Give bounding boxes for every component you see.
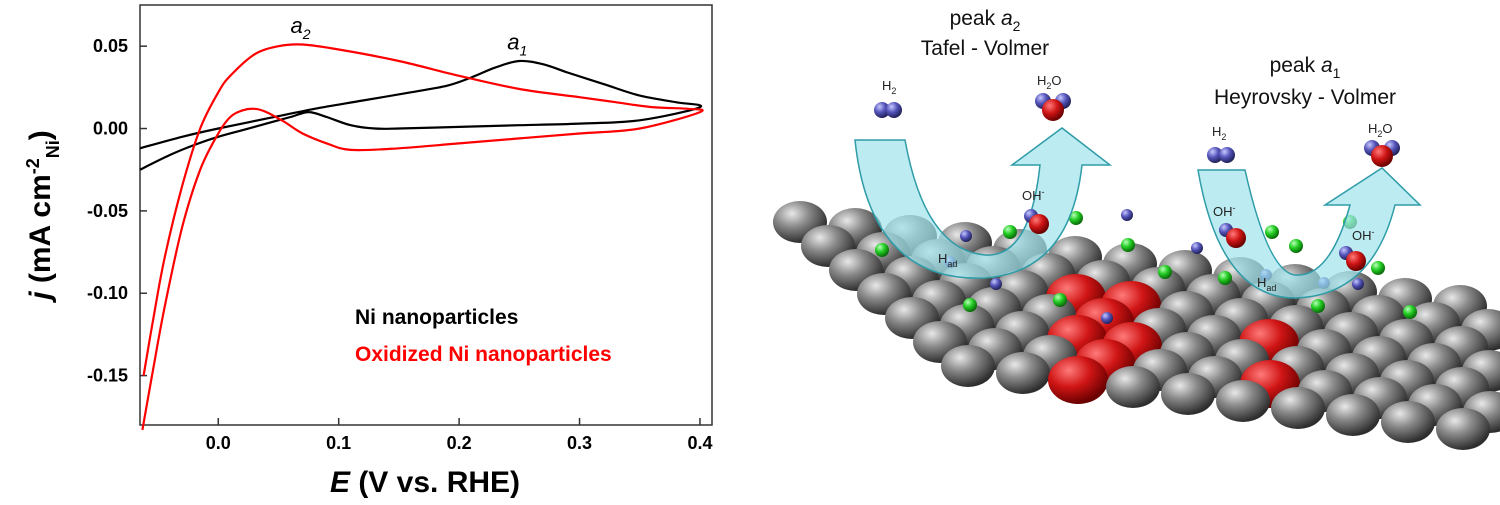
hydrogen-adatom [960,230,972,242]
had-label-left: Had [938,251,957,269]
x-axis-ticks: 0.0 0.1 0.2 0.3 0.4 [206,418,712,453]
oh-label-right: OH- [1352,227,1375,243]
peak-a1-mechanism: Heyrovsky - Volmer [1214,86,1396,109]
peak-a2-pre: peak [950,7,1001,30]
peak-a1-title: peak a1 [1270,54,1341,81]
y-tick-label: -0.15 [87,366,128,386]
active-site-atom [1289,239,1303,253]
x-axis-symbol: E [330,466,351,499]
ni-atom [1106,366,1160,408]
oh-adsorbate-left [1024,209,1049,234]
legend-item-ni: Ni nanoparticles [355,306,518,329]
ni-atom [1436,408,1490,450]
oh-adsorbate-right [1339,246,1366,271]
had-label-right: Had [1257,275,1276,293]
active-site-atom [1218,271,1232,285]
active-site-atom [1003,225,1017,239]
hydrogen-adatom [990,278,1002,290]
active-site-atom [1158,265,1172,279]
h2o-label-right: H2O [1368,121,1393,139]
h2o-molecule-left [1035,93,1071,121]
active-site-atom [1403,305,1417,319]
ni-atom [996,352,1050,394]
oxide-atom [1048,356,1108,404]
x-axis-text: (V vs. RHE) [350,466,520,499]
ni-atom [941,345,995,387]
x-tick-label: 0.0 [206,433,231,453]
mechanism-scheme: peak a2 Tafel - Volmer peak a1 Heyrovsky… [773,7,1500,450]
peak-annotation-a2: a2 [291,13,311,42]
ni-atom [1381,401,1435,443]
h2-label-right: H2 [1212,124,1226,142]
y-axis-symbol: j [24,291,57,304]
peak-a1-sub: 1 [1333,65,1341,81]
curves [139,43,704,431]
h2-label-left: H2 [882,78,896,96]
peak-a2-sub: 2 [1013,18,1021,34]
legend: Ni nanoparticles Oxidized Ni nanoparticl… [355,306,612,366]
x-tick-label: 0.4 [687,433,712,453]
h2o-molecule-right [1364,140,1400,167]
ni-surface-lattice [773,201,1500,450]
oh-label-mid: OH- [1213,203,1236,219]
active-site-atom [1053,293,1067,307]
active-site-atom [1265,225,1279,239]
x-tick-label: 0.1 [326,433,351,453]
y-tick-label: 0.05 [93,36,128,56]
peak-a2-symbol: a [1001,7,1013,30]
peak-a1-symbol: a [1321,54,1333,77]
series-line-oxidized-ni [141,43,704,431]
legend-item-oxidized-ni: Oxidized Ni nanoparticles [355,343,612,366]
hydrogen-adatom [1121,209,1133,221]
h2-molecule-right [1207,147,1235,163]
active-site-atom [1121,238,1135,252]
plot-frame [139,4,713,426]
x-tick-label: 0.3 [567,433,592,453]
y-axis-sub: Ni [43,140,63,158]
y-tick-label: 0.00 [93,119,128,139]
x-tick-label: 0.2 [447,433,472,453]
tafel-volmer-arrow [854,127,1113,279]
oh-label-left: OH- [1022,187,1045,203]
active-site-atom [963,298,977,312]
y-axis-ticks: 0.05 0.00 -0.05 -0.10 -0.15 [87,36,147,386]
y-tick-label: -0.05 [87,201,128,221]
hydrogen-adatom [1352,278,1364,290]
y-axis-sup: -2 [23,158,43,174]
ni-atom [1216,380,1270,422]
series-line-ni [139,59,703,171]
x-axis-title: E (V vs. RHE) [330,466,520,499]
peak-annotation-a1: a1 [507,29,527,58]
active-site-atom [1069,211,1083,225]
h2o-label-left: H2O [1037,73,1062,91]
active-site-atom [1311,299,1325,313]
peak-annotations: a2 a1 [291,13,528,58]
oh-adsorbate-mid [1219,223,1246,248]
y-axis-text: (mA cm [24,174,57,291]
peak-a2-title: peak a2 [950,7,1021,34]
ni-atom [1326,394,1380,436]
active-site-atom [1371,261,1385,275]
hydrogen-adatom [1191,242,1203,254]
ni-atom [1271,387,1325,429]
y-tick-label: -0.10 [87,283,128,303]
ni-atom [1161,373,1215,415]
y-axis-title: j (mA cm-2Ni) [23,130,63,304]
hydrogen-adatom [1101,312,1113,324]
peak-a1-pre: peak [1270,54,1321,77]
peak-a2-mechanism: Tafel - Volmer [921,37,1049,60]
active-site-atom [875,243,889,257]
y-axis-close: ) [24,130,57,140]
h2-molecule-left [874,102,902,118]
